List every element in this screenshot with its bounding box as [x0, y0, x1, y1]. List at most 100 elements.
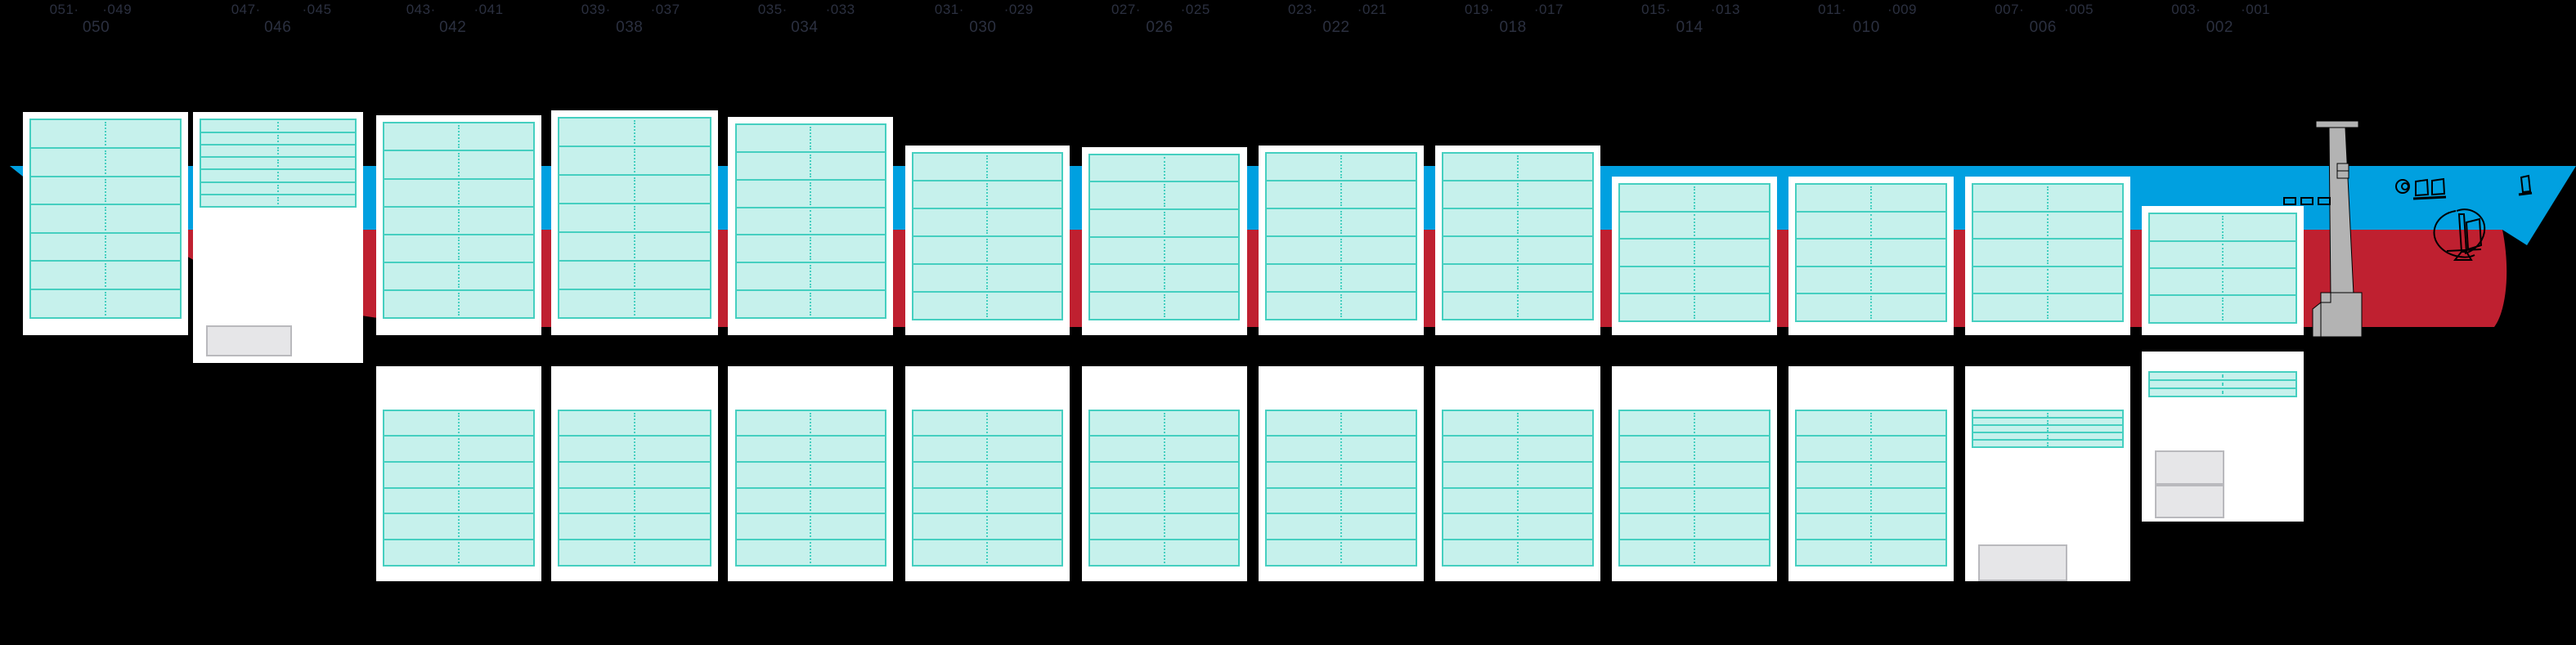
container-slot[interactable] [1088, 513, 1241, 540]
deck-stack-bay-034[interactable] [728, 117, 894, 335]
container-slot[interactable] [383, 177, 536, 208]
container-slot[interactable] [558, 231, 712, 262]
container-slot[interactable] [29, 119, 182, 149]
container-slot[interactable] [1264, 290, 1417, 320]
deck-stack-bay-006[interactable] [1964, 177, 2130, 335]
container-slot[interactable] [383, 261, 536, 291]
container-slot[interactable] [1618, 409, 1770, 437]
deck-stack-bay-022[interactable] [1258, 145, 1424, 335]
container-slot[interactable] [1088, 208, 1241, 238]
container-slot[interactable] [1088, 263, 1241, 293]
container-slot[interactable] [1618, 210, 1770, 240]
hold-stack-bay-013[interactable] [1964, 366, 2130, 581]
container-slot[interactable] [1441, 179, 1594, 209]
container-slot[interactable] [1264, 486, 1417, 515]
container-slot[interactable] [1794, 486, 1947, 515]
deck-stack-bay-046[interactable] [193, 112, 364, 364]
container-slot[interactable] [911, 435, 1064, 464]
hold-stack-bay-009[interactable] [2141, 352, 2304, 522]
container-slot[interactable] [1088, 538, 1241, 567]
container-slot[interactable] [383, 513, 536, 540]
container-slot[interactable] [1441, 235, 1594, 265]
container-slot[interactable] [1794, 461, 1947, 489]
container-slot[interactable] [1264, 207, 1417, 237]
container-slot[interactable] [1264, 235, 1417, 265]
container-slot[interactable] [1794, 409, 1947, 437]
container-slot[interactable] [558, 486, 712, 515]
container-slot[interactable] [1618, 238, 1770, 267]
container-slot[interactable] [1264, 538, 1417, 567]
container-slot[interactable] [734, 435, 887, 464]
container-slot[interactable] [383, 122, 536, 152]
deck-stack-bay-002[interactable] [2141, 206, 2304, 335]
container-slot[interactable] [1264, 435, 1417, 464]
empty-slot[interactable] [206, 325, 293, 357]
container-slot[interactable] [1618, 486, 1770, 515]
deck-stack-bay-014[interactable] [1611, 177, 1777, 335]
container-slot[interactable] [1264, 461, 1417, 489]
empty-slot[interactable] [2155, 484, 2224, 519]
hold-stack-bay-029[interactable] [1258, 366, 1424, 581]
container-slot[interactable] [1971, 183, 2124, 213]
container-slot[interactable] [734, 461, 887, 489]
container-slot[interactable] [1618, 513, 1770, 540]
container-slot[interactable] [734, 151, 887, 181]
container-slot[interactable] [1441, 262, 1594, 293]
container-slot[interactable] [2148, 387, 2297, 398]
container-slot[interactable] [734, 289, 887, 319]
container-slot[interactable] [1794, 183, 1947, 213]
hold-stack-bay-041[interactable] [728, 366, 894, 581]
container-slot[interactable] [1441, 461, 1594, 489]
container-slot[interactable] [1618, 183, 1770, 213]
container-slot[interactable] [1264, 262, 1417, 293]
container-slot[interactable] [1971, 439, 2124, 449]
container-slot[interactable] [558, 259, 712, 290]
container-slot[interactable] [383, 205, 536, 235]
container-slot[interactable] [911, 207, 1064, 237]
container-slot[interactable] [911, 290, 1064, 320]
empty-slot[interactable] [2155, 450, 2224, 485]
container-slot[interactable] [1794, 538, 1947, 567]
container-slot[interactable] [1088, 153, 1241, 183]
container-slot[interactable] [383, 150, 536, 180]
container-slot[interactable] [1618, 538, 1770, 567]
container-slot[interactable] [1618, 293, 1770, 322]
container-slot[interactable] [1618, 461, 1770, 489]
container-slot[interactable] [734, 234, 887, 264]
container-slot[interactable] [911, 179, 1064, 209]
container-slot[interactable] [383, 289, 536, 319]
container-slot[interactable] [558, 538, 712, 567]
container-slot[interactable] [734, 409, 887, 437]
container-slot[interactable] [734, 123, 887, 154]
container-slot[interactable] [1441, 435, 1594, 464]
container-slot[interactable] [1618, 435, 1770, 464]
container-slot[interactable] [1441, 409, 1594, 437]
deck-stack-bay-026[interactable] [1081, 146, 1247, 335]
container-slot[interactable] [2148, 213, 2297, 242]
container-slot[interactable] [734, 486, 887, 515]
container-slot[interactable] [383, 233, 536, 263]
container-slot[interactable] [383, 409, 536, 437]
container-slot[interactable] [734, 513, 887, 540]
hold-stack-bay-037[interactable] [904, 366, 1070, 581]
container-slot[interactable] [911, 461, 1064, 489]
container-slot[interactable] [1794, 210, 1947, 240]
container-slot[interactable] [1971, 238, 2124, 267]
container-slot[interactable] [911, 513, 1064, 540]
container-slot[interactable] [1971, 293, 2124, 322]
container-slot[interactable] [1264, 513, 1417, 540]
container-slot[interactable] [383, 486, 536, 515]
container-slot[interactable] [2148, 267, 2297, 297]
container-slot[interactable] [1794, 435, 1947, 464]
container-slot[interactable] [29, 175, 182, 206]
container-slot[interactable] [558, 203, 712, 234]
container-slot[interactable] [1088, 435, 1241, 464]
container-slot[interactable] [1441, 151, 1594, 181]
container-slot[interactable] [1441, 538, 1594, 567]
container-slot[interactable] [558, 461, 712, 489]
deck-stack-bay-030[interactable] [904, 145, 1070, 335]
container-slot[interactable] [1264, 151, 1417, 181]
container-slot[interactable] [200, 193, 357, 208]
container-slot[interactable] [29, 260, 182, 291]
container-slot[interactable] [558, 409, 712, 437]
